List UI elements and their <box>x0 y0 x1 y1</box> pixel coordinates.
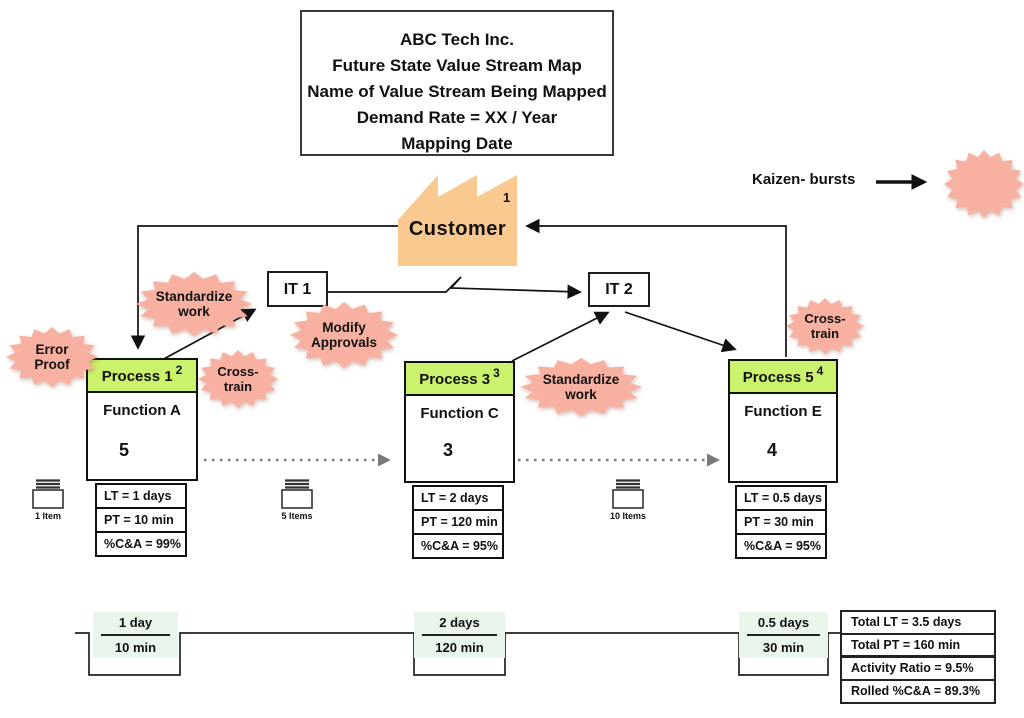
process1-data-box: LT = 1 days PT = 10 min %C&A = 99% <box>95 483 187 557</box>
kaizen-burst-label: Cross-train <box>217 364 259 394</box>
it1-to-it2-electronic-arrow <box>328 276 582 299</box>
lead-time-value: 1 day <box>101 612 170 636</box>
summary-total-process-time: Total PT = 160 min <box>840 633 996 658</box>
inventory-icon-2 <box>281 479 313 509</box>
process1-to-it1-arrow <box>159 308 257 362</box>
timeline-segment-2: 2 days 120 min <box>414 612 505 658</box>
kaizen-legend-label: Kaizen- bursts <box>752 171 856 188</box>
customer-to-process1-arrow <box>130 225 398 350</box>
kaizen-burst-label: Cross-train <box>804 311 846 341</box>
process5-step-number: 4 <box>816 364 824 378</box>
inventory-icon-1 <box>32 479 64 509</box>
timeline-segment-1: 1 day 10 min <box>93 612 178 658</box>
process1-function-label: Function A <box>103 402 181 419</box>
kaizen-legend-burst-icon <box>944 150 1024 218</box>
kaizen-legend-burst-shape <box>944 150 1024 218</box>
process5-operator-count: 4 <box>767 440 778 460</box>
kaizen-burst-cross-train-1: Cross-train <box>198 350 278 408</box>
process3-complete-accurate: %C&A = 95% <box>412 533 504 559</box>
process-time-value: 30 min <box>762 640 805 655</box>
it2-box: IT 2 <box>588 272 650 307</box>
process5-lead-time: LT = 0.5 days <box>735 485 827 511</box>
kaizen-burst-standardize-work-1: Standardize work <box>136 272 252 336</box>
title-line-stream-name: Name of Value Stream Being Mapped <box>307 82 607 101</box>
summary-activity-ratio: Activity Ratio = 9.5% <box>840 656 996 681</box>
process5-process-time: PT = 30 min <box>735 509 827 535</box>
process5-complete-accurate: %C&A = 95% <box>735 533 827 559</box>
customer-label: Customer <box>408 218 507 240</box>
process3-step-number: 3 <box>493 366 500 380</box>
kaizen-burst-label: Standardize work <box>542 372 620 402</box>
process-time-value: 120 min <box>435 640 484 655</box>
process3-operator-count: 3 <box>443 440 454 460</box>
process1-step-number: 2 <box>175 363 183 377</box>
it1-box: IT 1 <box>267 271 328 307</box>
summary-box: Total LT = 3.5 days Total PT = 160 min A… <box>840 610 996 704</box>
process1-process-time: PT = 10 min <box>95 507 187 533</box>
summary-total-lead-time: Total LT = 3.5 days <box>840 610 996 635</box>
process5-data-box: LT = 0.5 days PT = 30 min %C&A = 95% <box>735 485 827 559</box>
inventory-label-1: 1 Item <box>34 511 61 521</box>
process5-name: Process 5 <box>742 369 814 386</box>
process5-function-label: Function E <box>744 403 822 420</box>
process3-name: Process 3 <box>419 371 491 388</box>
process1-name: Process 1 <box>101 368 173 385</box>
process3-body: Function C <box>404 394 515 483</box>
customer-factory-icon <box>398 175 517 266</box>
process5-to-customer-arrow <box>525 218 787 357</box>
customer-step-number: 1 <box>503 190 511 205</box>
timeline-line <box>75 632 840 676</box>
kaizen-burst-label: Modify Approvals <box>310 320 378 350</box>
inventory-icon-3 <box>612 479 644 509</box>
title-line-company: ABC Tech Inc. <box>400 30 514 49</box>
kaizen-burst-error-proof: Error Proof <box>6 327 98 387</box>
title-line-demand-rate: Demand Rate = XX / Year <box>356 108 558 127</box>
title-box: ABC Tech Inc. Future State Value Stream … <box>300 10 614 156</box>
process3-function-label: Function C <box>420 405 499 422</box>
kaizen-burst-standardize-work-2: Standardize work <box>520 358 642 416</box>
process3-lead-time: LT = 2 days <box>412 485 504 511</box>
inventory-label-3: 10 Items <box>609 511 647 521</box>
kaizen-burst-cross-train-2: Cross-train <box>786 298 864 354</box>
it2-to-process5-arrow <box>624 311 737 353</box>
inventory-label-2: 5 Items <box>281 511 313 521</box>
process-time-value: 10 min <box>114 640 157 655</box>
timeline-segment-3: 0.5 days 30 min <box>739 612 828 658</box>
lead-time-value: 2 days <box>422 612 497 636</box>
process3-process-time: PT = 120 min <box>412 509 504 535</box>
process1-operator-count: 5 <box>119 440 130 460</box>
kaizen-burst-label: Standardize work <box>155 289 233 319</box>
process1-body: Function A <box>86 391 198 481</box>
lead-time-value: 0.5 days <box>747 612 820 636</box>
summary-rolled-ca: Rolled %C&A = 89.3% <box>840 679 996 704</box>
title-line-mapping-date: Mapping Date <box>401 134 513 153</box>
process1-lead-time: LT = 1 days <box>95 483 187 509</box>
process3-to-it2-arrow <box>511 311 610 362</box>
process3-data-box: LT = 2 days PT = 120 min %C&A = 95% <box>412 485 504 559</box>
process1-complete-accurate: %C&A = 99% <box>95 531 187 557</box>
process5-body: Function E <box>728 392 838 483</box>
kaizen-burst-modify-approvals: Modify Approvals <box>290 302 398 368</box>
kaizen-burst-label: Error Proof <box>34 342 70 372</box>
title-line-map-type: Future State Value Stream Map <box>332 56 582 75</box>
